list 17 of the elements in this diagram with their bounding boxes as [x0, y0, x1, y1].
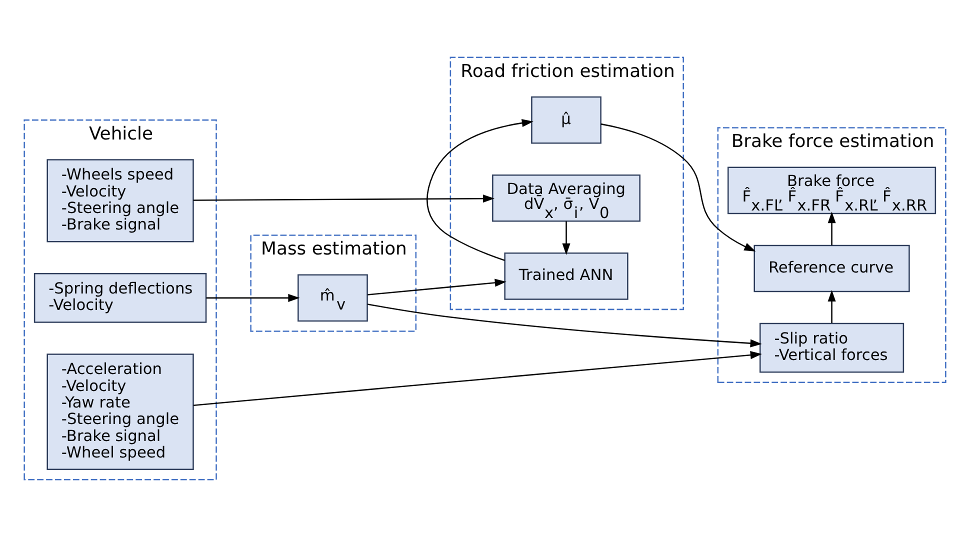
arrow [562, 221, 570, 255]
arrow [600, 123, 756, 252]
node-box: -Wheels speed -Velocity -Steering angle -Brake signal [46, 159, 194, 242]
arrow [426, 119, 534, 261]
node-box: -Acceleration -Velocity -Yaw rate -Steering angle -Brake signal -Wheel speed [46, 354, 194, 470]
node-box: Reference curve [754, 244, 910, 292]
arrow [828, 212, 836, 246]
arrow [206, 294, 300, 302]
arrow [193, 194, 495, 203]
arrow [367, 304, 762, 348]
arrow [193, 351, 762, 406]
arrow [368, 278, 506, 296]
node-box: -Spring deflections -Velocity [34, 272, 207, 323]
node-box: Trained ANN [504, 252, 628, 300]
node-box: -Slip ratio -Vertical forces [759, 322, 904, 373]
arrow [828, 290, 836, 324]
node-box: μ̂ [531, 96, 602, 144]
